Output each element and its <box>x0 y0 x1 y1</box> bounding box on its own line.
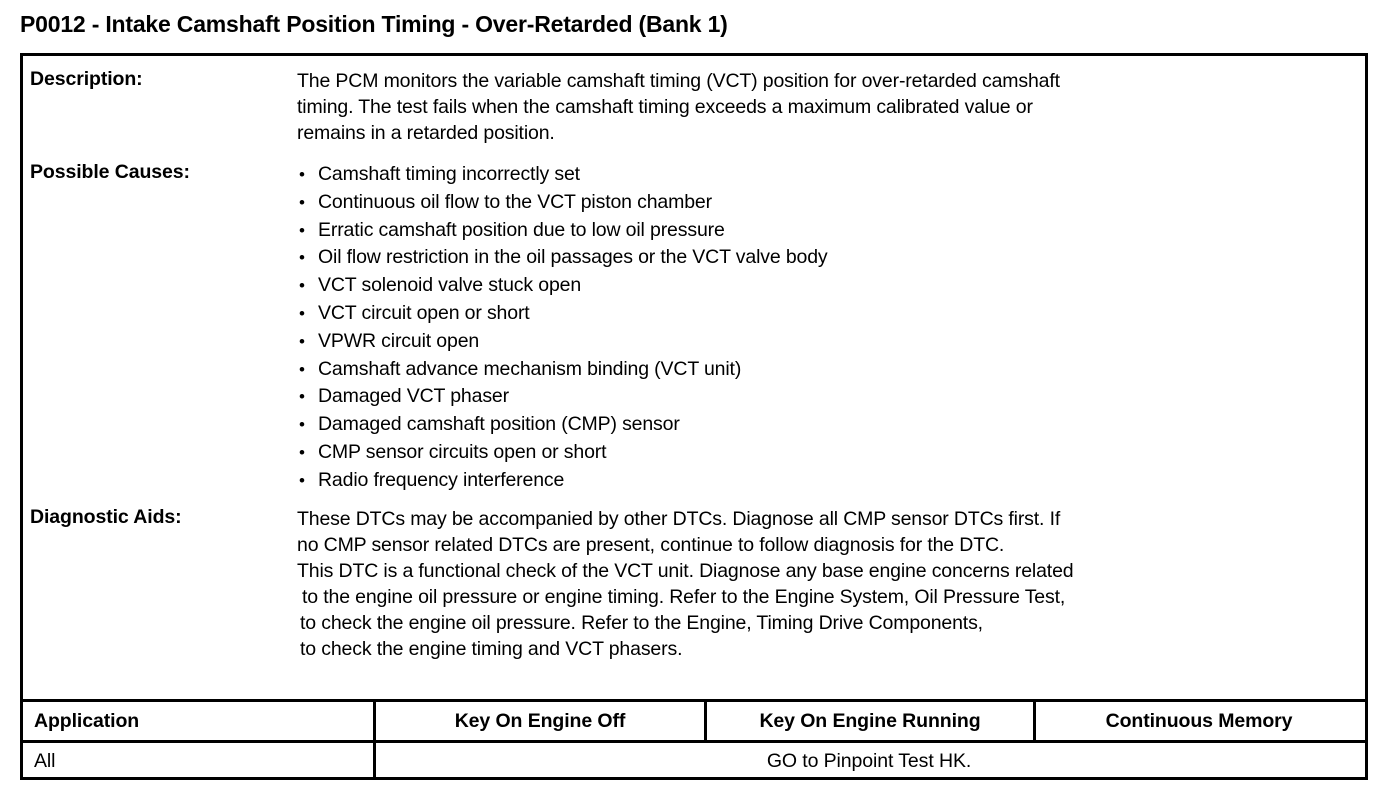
diagnostic-aids-line: This DTC is a functional check of the VC… <box>297 560 1074 582</box>
possible-cause-text: Continuous oil flow to the VCT piston ch… <box>318 190 712 213</box>
possible-cause-item: • Damaged camshaft position (CMP) sensor <box>297 411 1359 439</box>
page-title: P0012 - Intake Camshaft Position Timing … <box>20 11 728 37</box>
possible-cause-text: VCT solenoid valve stuck open <box>318 274 582 297</box>
bullet-icon: • <box>299 442 305 462</box>
header-divider-3 <box>1033 702 1036 740</box>
possible-cause-item: • Camshaft timing incorrectly set <box>297 161 1359 189</box>
diagnostic-aids-body: These DTCs may be accompanied by other D… <box>297 506 1359 662</box>
diagnostic-aids-line: These DTCs may be accompanied by other D… <box>297 508 1061 530</box>
possible-cause-text: VPWR circuit open <box>318 329 480 352</box>
dtc-info-box: Description: The PCM monitors the variab… <box>20 53 1368 780</box>
possible-causes-label: Possible Causes: <box>30 161 190 183</box>
description-line: remains in a retarded position. <box>297 122 555 144</box>
application-table: Application Key On Engine Off Key On Eng… <box>23 699 1365 780</box>
body-divider-1 <box>373 743 376 780</box>
possible-cause-text: CMP sensor circuits open or short <box>318 440 607 463</box>
possible-cause-item: • CMP sensor circuits open or short <box>297 439 1359 467</box>
possible-cause-item: • VCT solenoid valve stuck open <box>297 272 1359 300</box>
possible-cause-item: • Damaged VCT phaser <box>297 383 1359 411</box>
diagnostic-aids-line: to check the engine timing and VCT phase… <box>300 638 683 660</box>
possible-cause-item: • Erratic camshaft position due to low oi… <box>297 217 1359 245</box>
possible-cause-text: Oil flow restriction in the oil passages… <box>318 246 828 269</box>
bullet-icon: • <box>299 248 305 268</box>
diagnostic-aids-line: no CMP sensor related DTCs are present, … <box>297 534 1005 556</box>
description-label: Description: <box>30 68 143 90</box>
diagnostic-aids-line: to the engine oil pressure or engine tim… <box>302 586 1066 608</box>
table-cell-action-value: GO to Pinpoint Test HK. <box>766 750 972 772</box>
possible-cause-item: • Continuous oil flow to the VCT piston c… <box>297 189 1359 217</box>
table-header-key-on-engine-running: Key On Engine Running <box>759 710 981 732</box>
possible-cause-text: Radio frequency interference <box>318 468 565 491</box>
diagnostic-aids-label: Diagnostic Aids: <box>30 506 182 528</box>
diagnostic-aids-line: to check the engine oil pressure. Refer … <box>300 612 983 634</box>
description-line: The PCM monitors the variable camshaft t… <box>297 70 1060 92</box>
header-divider-2 <box>704 702 707 740</box>
table-header-continuous-memory: Continuous Memory <box>1105 710 1293 732</box>
table-header-application: Application <box>34 710 140 732</box>
bullet-icon: • <box>299 470 305 490</box>
possible-cause-text: Erratic camshaft position due to low oil… <box>318 218 725 241</box>
content-region: Description: The PCM monitors the variab… <box>23 56 1365 699</box>
bullet-icon: • <box>299 303 305 323</box>
bullet-icon: • <box>299 415 305 435</box>
possible-cause-item: • Camshaft advance mechanism binding (VCT… <box>297 356 1359 384</box>
possible-cause-item: • VPWR circuit open <box>297 328 1359 356</box>
possible-cause-text: Damaged VCT phaser <box>318 385 509 408</box>
possible-cause-item: • Radio frequency interference <box>297 467 1359 495</box>
table-top-rule <box>23 699 1365 702</box>
bullet-icon: • <box>299 220 305 240</box>
possible-cause-text: Camshaft timing incorrectly set <box>318 163 580 185</box>
possible-cause-item: • Oil flow restriction in the oil passage… <box>297 244 1359 272</box>
description-body: The PCM monitors the variable camshaft t… <box>297 68 1359 146</box>
possible-cause-item: • VCT circuit open or short <box>297 300 1359 328</box>
possible-cause-text: Damaged camshaft position (CMP) sensor <box>318 413 680 436</box>
table-header-key-on-engine-off: Key On Engine Off <box>454 710 626 732</box>
possible-causes-body: • Camshaft timing incorrectly set • Continu… <box>297 161 1359 495</box>
bullet-icon: • <box>299 165 305 184</box>
bullet-icon: • <box>299 192 305 212</box>
bullet-icon: • <box>299 387 305 407</box>
possible-causes-list: • Camshaft timing incorrectly set • Continu… <box>297 161 1359 495</box>
table-cell-application-value: All <box>34 750 56 772</box>
description-line: timing. The test fails when the camshaft… <box>297 96 1033 118</box>
bullet-icon: • <box>299 331 305 351</box>
bullet-icon: • <box>299 359 305 379</box>
possible-cause-text: Camshaft advance mechanism binding (VCT … <box>318 357 742 380</box>
possible-cause-text: VCT circuit open or short <box>318 301 530 324</box>
table-header-rule <box>23 740 1365 743</box>
header-divider-1 <box>373 702 376 740</box>
bullet-icon: • <box>299 276 305 296</box>
